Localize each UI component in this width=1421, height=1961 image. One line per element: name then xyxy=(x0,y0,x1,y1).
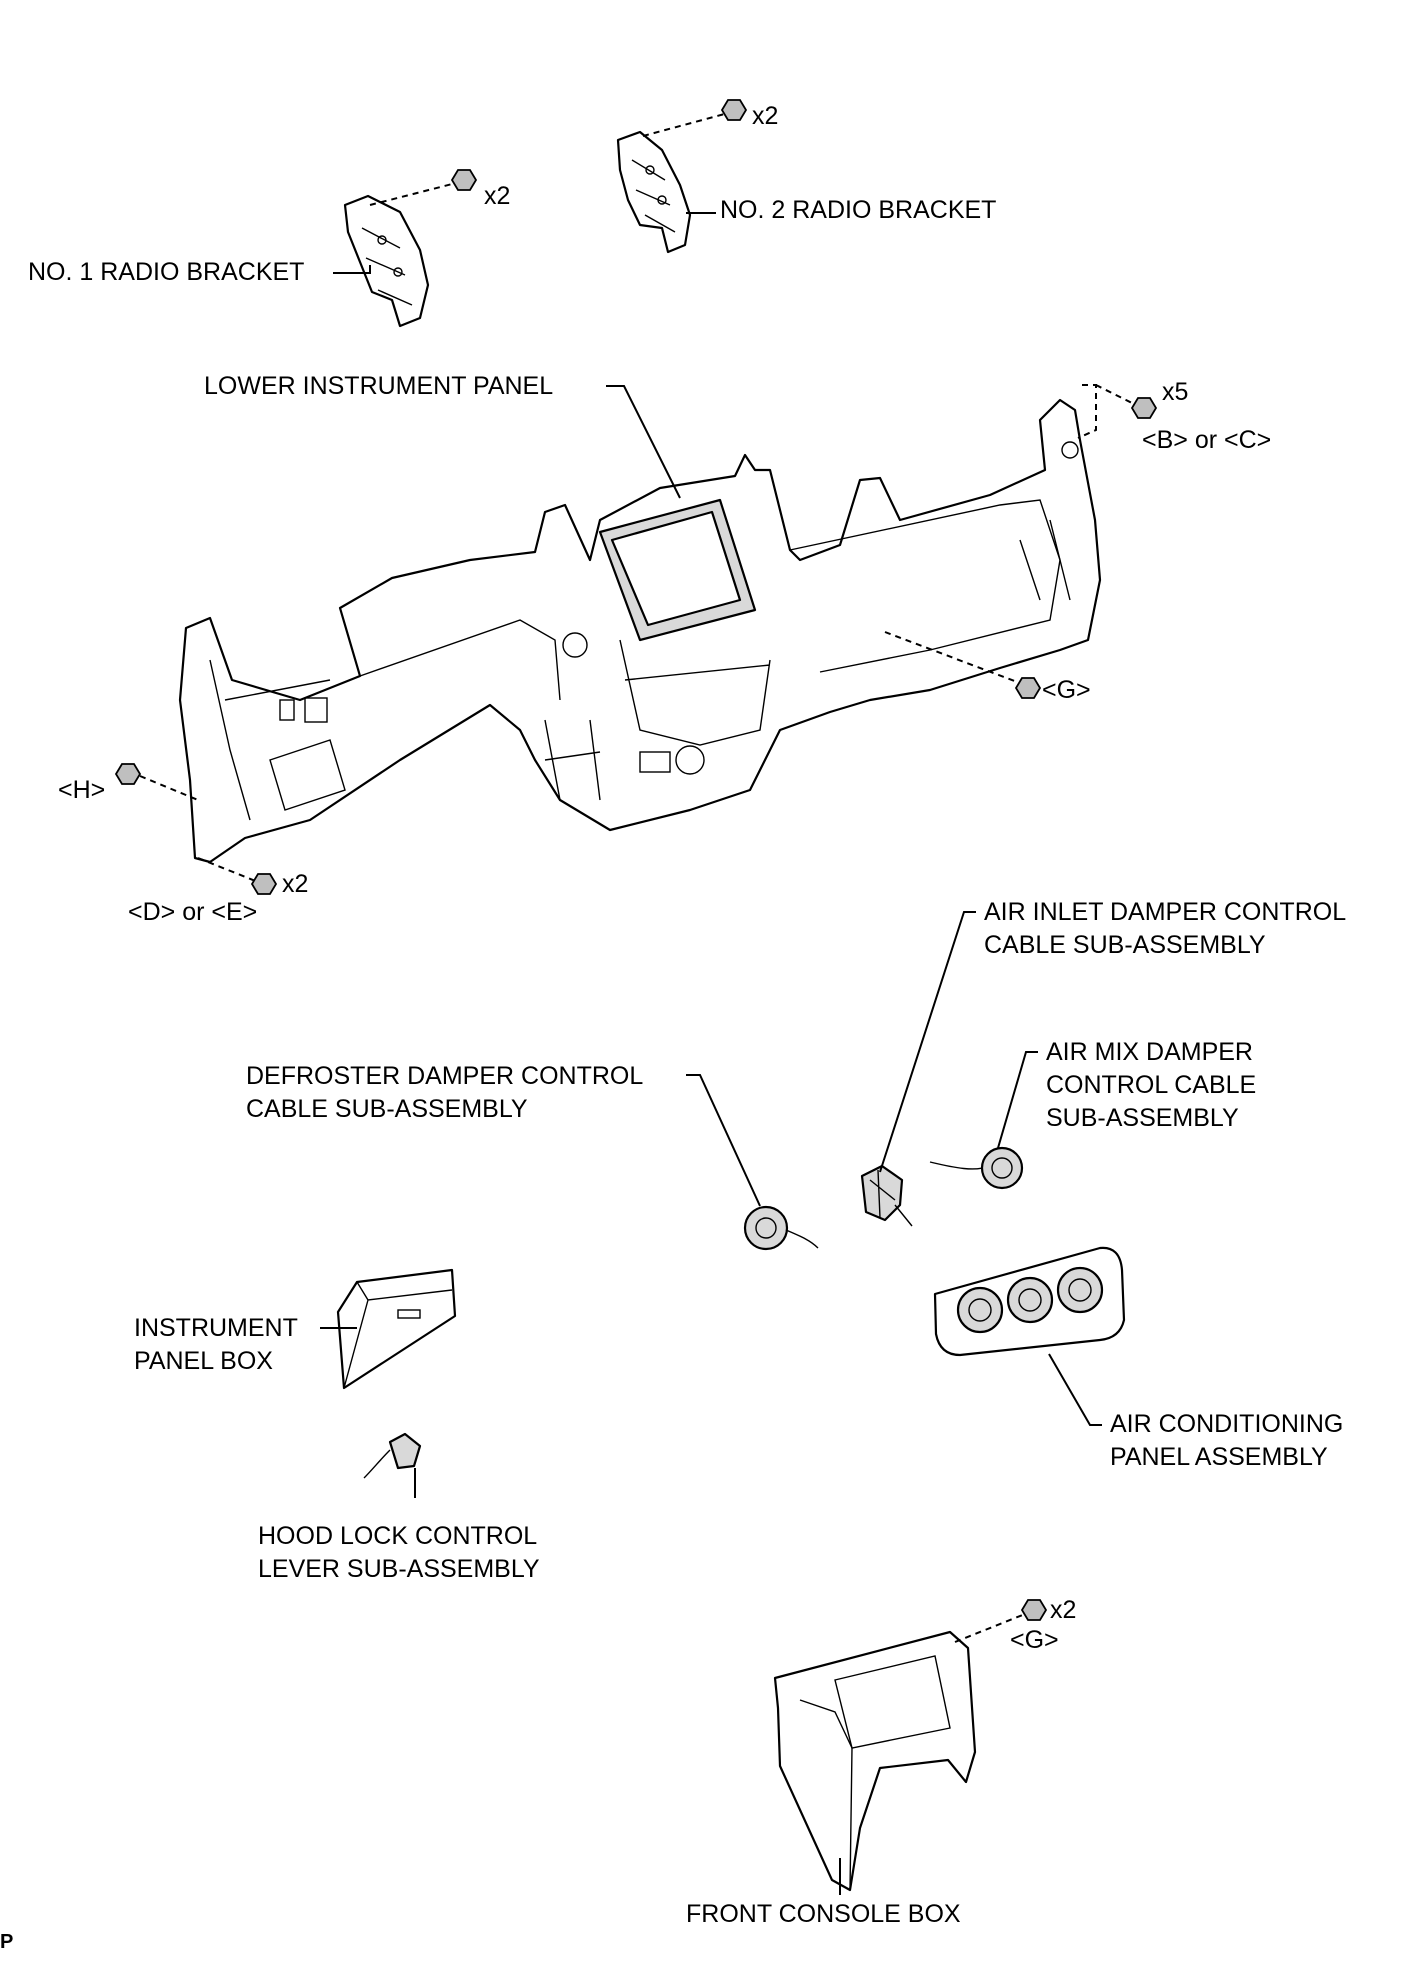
label-hood-lock-lever: HOOD LOCK CONTROL LEVER SUB-ASSEMBLY xyxy=(258,1520,540,1586)
no1-bracket-leader xyxy=(333,265,371,274)
air-mix-damper-cable xyxy=(929,1146,1024,1190)
console-bolts xyxy=(954,1599,1048,1643)
panel-left-bolt xyxy=(114,763,199,801)
label-air-mix-damper: AIR MIX DAMPER CONTROL CABLE SUB-ASSEMBL… xyxy=(1046,1036,1256,1135)
ref-panel-left: <H> xyxy=(58,776,106,804)
corner-mark: P xyxy=(0,1931,14,1953)
label-instrument-panel-box: INSTRUMENT PANEL BOX xyxy=(134,1312,298,1378)
defroster-leader xyxy=(686,1074,761,1207)
label-line: CABLE SUB-ASSEMBLY xyxy=(246,1095,528,1123)
label-line: PANEL BOX xyxy=(134,1347,273,1375)
lower-panel-leader xyxy=(606,385,681,499)
label-line: CONTROL CABLE xyxy=(1046,1071,1257,1099)
panel-center-bolt xyxy=(884,631,1042,699)
panel-lower-left-bolts xyxy=(197,857,278,895)
label-line: PANEL ASSEMBLY xyxy=(1110,1443,1328,1471)
label-front-console-box: FRONT CONSOLE BOX xyxy=(686,1900,961,1928)
air-mix-leader xyxy=(997,1051,1038,1149)
hood-lock-lever xyxy=(363,1432,422,1479)
label-no1-radio-bracket: NO. 1 RADIO BRACKET xyxy=(28,258,305,286)
no1-radio-bracket xyxy=(343,194,430,328)
label-line: CABLE SUB-ASSEMBLY xyxy=(984,931,1266,959)
label-line: AIR INLET DAMPER CONTROL xyxy=(984,898,1347,926)
qty-no1-bracket: x2 xyxy=(484,182,511,210)
ref-panel-lower-left: <D> or <E> xyxy=(128,898,258,926)
label-no2-radio-bracket: NO. 2 RADIO BRACKET xyxy=(720,196,997,224)
qty-console: x2 xyxy=(1050,1596,1077,1624)
front-console-box xyxy=(773,1630,977,1892)
ref-console: <G> xyxy=(1010,1626,1059,1654)
label-line: DEFROSTER DAMPER CONTROL xyxy=(246,1062,644,1090)
panel-right-bolts xyxy=(1077,384,1158,439)
no2-bracket-bolt xyxy=(642,99,748,137)
qty-no2-bracket: x2 xyxy=(752,102,779,130)
label-line: AIR CONDITIONING xyxy=(1110,1410,1344,1438)
label-line: HOOD LOCK CONTROL xyxy=(258,1522,538,1550)
qty-panel-right: x5 xyxy=(1162,378,1189,406)
defroster-damper-cable xyxy=(743,1205,819,1251)
qty-panel-lower-left: x2 xyxy=(282,870,309,898)
air-inlet-leader xyxy=(879,911,976,1173)
label-line: INSTRUMENT xyxy=(134,1314,298,1342)
air-conditioning-leader xyxy=(1048,1353,1102,1426)
label-defroster-damper: DEFROSTER DAMPER CONTROL CABLE SUB-ASSEM… xyxy=(246,1060,643,1126)
label-air-conditioning-panel: AIR CONDITIONING PANEL ASSEMBLY xyxy=(1110,1408,1343,1474)
air-inlet-damper-cable xyxy=(860,1164,913,1227)
no2-radio-bracket xyxy=(616,130,692,254)
air-conditioning-panel xyxy=(933,1246,1126,1357)
lower-instrument-panel xyxy=(178,398,1102,864)
ref-panel-center: <G> xyxy=(1042,676,1091,704)
no1-bracket-bolt xyxy=(369,169,478,206)
label-air-inlet-damper: AIR INLET DAMPER CONTROL CABLE SUB-ASSEM… xyxy=(984,896,1346,962)
instrument-panel-box xyxy=(336,1268,457,1390)
label-line: LEVER SUB-ASSEMBLY xyxy=(258,1555,540,1583)
label-line: AIR MIX DAMPER xyxy=(1046,1038,1253,1066)
ref-panel-right: <B> or <C> xyxy=(1142,426,1272,454)
label-line: SUB-ASSEMBLY xyxy=(1046,1104,1239,1132)
label-lower-instrument-panel: LOWER INSTRUMENT PANEL xyxy=(204,372,554,400)
